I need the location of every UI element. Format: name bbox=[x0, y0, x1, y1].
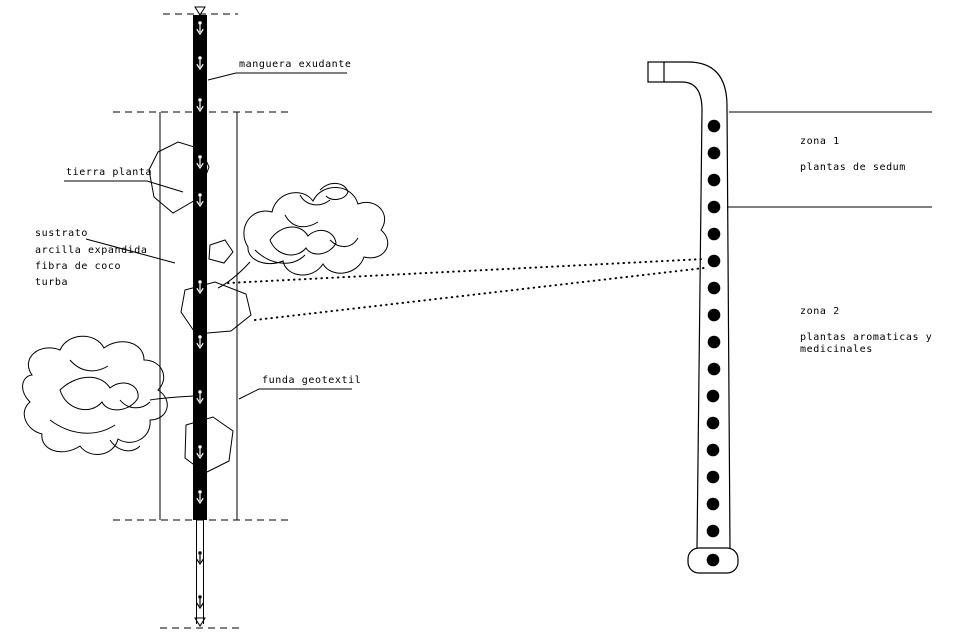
pipe-outer-edge bbox=[664, 61, 731, 549]
plant-stem bbox=[217, 261, 251, 289]
planting-dot bbox=[706, 389, 720, 403]
leader-funda bbox=[238, 388, 352, 400]
planting-dot bbox=[706, 524, 720, 538]
geotextile-sleeve-lines bbox=[159, 112, 238, 520]
datum-triangle-top bbox=[194, 6, 206, 16]
label-manguera-exudante: manguera exudante bbox=[239, 59, 352, 70]
plant-sketch-right bbox=[217, 183, 388, 289]
zone-boundary-lines bbox=[727, 111, 932, 208]
plant-blob-outline bbox=[243, 187, 388, 276]
label-sustrato-line3: fibra de coco bbox=[35, 261, 122, 272]
projection-line-lower bbox=[254, 267, 705, 321]
plant-blob-outline bbox=[22, 335, 168, 455]
plant-scribbles bbox=[49, 359, 151, 434]
stone-outline bbox=[208, 239, 234, 264]
label-sustrato-line1: sustrato bbox=[35, 228, 88, 239]
column-planting-dots bbox=[706, 119, 721, 567]
label-sustrato-line2: arcilla expandida bbox=[35, 245, 148, 256]
stone-outline bbox=[184, 416, 234, 474]
planting-dot bbox=[706, 416, 720, 430]
planting-dot bbox=[706, 497, 720, 511]
plant-stem bbox=[149, 395, 194, 401]
pipe-inner-edge bbox=[664, 81, 703, 549]
label-tierra-planta: tierra planta bbox=[66, 167, 153, 178]
plant-sketch-left bbox=[22, 335, 194, 455]
column-outline bbox=[647, 61, 739, 574]
label-zona1-description: plantas de sedum bbox=[800, 162, 906, 173]
planting-dot bbox=[707, 119, 721, 133]
planting-dot bbox=[707, 308, 721, 322]
callout-leader-lines bbox=[64, 72, 352, 400]
dotted-projection-lines bbox=[227, 258, 705, 321]
planting-dot bbox=[707, 173, 721, 187]
emitter-icon bbox=[196, 550, 204, 565]
planting-dot bbox=[706, 443, 720, 457]
pipe-end-cap bbox=[647, 61, 665, 83]
planting-dot bbox=[707, 335, 721, 349]
planting-dot bbox=[707, 362, 721, 376]
column-foot bbox=[687, 547, 739, 574]
projection-line-upper bbox=[227, 258, 705, 284]
leader-tierra bbox=[64, 180, 184, 193]
datum-triangle-bottom bbox=[194, 617, 206, 627]
planting-dot bbox=[707, 227, 721, 241]
planting-dot bbox=[707, 281, 721, 295]
planting-dot bbox=[706, 553, 720, 567]
plant-inner-tangle bbox=[59, 376, 139, 411]
leader-sustrato bbox=[85, 238, 176, 264]
label-zona2-description-line1: plantas aromaticas y bbox=[800, 332, 933, 343]
label-zona1-title: zona 1 bbox=[800, 136, 840, 147]
hose-body bbox=[193, 15, 207, 520]
planting-dot bbox=[707, 200, 721, 214]
stone-outline bbox=[180, 281, 252, 335]
exuding-hose-tube bbox=[193, 6, 207, 627]
plant-leaf bbox=[109, 439, 141, 452]
plant-leaf bbox=[319, 183, 349, 200]
plant-inner-tangle bbox=[269, 226, 337, 256]
label-sustrato-line4: turba bbox=[35, 277, 69, 288]
left-detail-section bbox=[22, 6, 705, 629]
label-zona2-description-line2: medicinales bbox=[800, 344, 873, 355]
leader-manguera bbox=[207, 72, 347, 81]
right-elevation-section bbox=[647, 61, 932, 574]
planting-dot bbox=[707, 254, 721, 268]
planting-dot bbox=[706, 470, 720, 484]
plant-scribbles bbox=[254, 194, 359, 264]
emitter-icon bbox=[196, 594, 204, 609]
label-funda-geotextil: funda geotextil bbox=[262, 375, 362, 386]
planting-dot bbox=[707, 146, 721, 160]
label-zona2-title: zona 2 bbox=[800, 306, 840, 317]
